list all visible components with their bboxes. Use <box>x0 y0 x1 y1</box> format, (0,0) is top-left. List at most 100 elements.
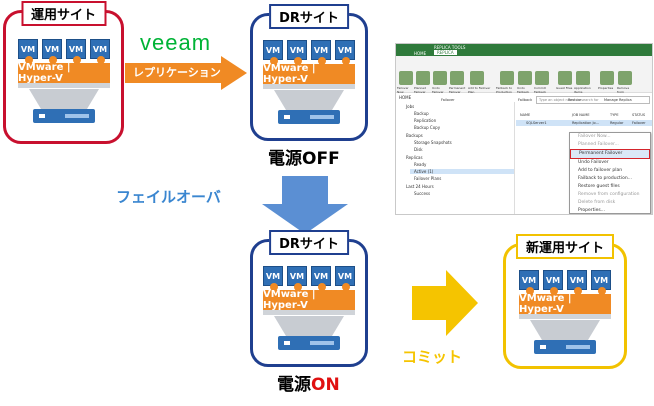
menu-item[interactable]: Failover Now... <box>578 134 611 139</box>
ribbon-button[interactable] <box>518 71 532 85</box>
ribbon-label: Remove from <box>617 86 630 94</box>
ribbon-button[interactable] <box>535 71 549 85</box>
ribbon-button[interactable] <box>600 71 614 85</box>
dr-top-server: VM VM VM VM VMware | Hyper-V <box>263 40 355 128</box>
vm-row: VM VM VM VM <box>18 39 110 64</box>
vm-icon: VM <box>263 266 283 291</box>
ribbon-group: Restore <box>568 98 582 102</box>
nav-item[interactable]: Ready <box>414 162 427 167</box>
column-header[interactable]: NAME <box>520 113 531 117</box>
vm-icon: VM <box>66 39 86 64</box>
vm-icon: VM <box>567 270 587 295</box>
ribbon-button[interactable] <box>433 71 447 85</box>
row-cell: Regular <box>610 121 624 125</box>
hardware-funnel <box>530 320 600 340</box>
hardware-funnel <box>29 89 99 109</box>
server-hardware-icon <box>277 110 341 124</box>
nav-item[interactable]: Success <box>414 191 431 196</box>
row-cell: Failover <box>632 121 646 125</box>
source-server: VM VM VM VM VMware | Hyper-V <box>18 39 110 127</box>
source-site-box: 運用サイト VM VM VM VM VMware | Hyper-V <box>3 1 124 144</box>
menu-item[interactable]: Delete from disk <box>578 200 616 205</box>
ribbon-button[interactable] <box>500 71 514 85</box>
menu-item[interactable]: Restore guest files <box>578 184 620 189</box>
menu-item[interactable]: Failback to production... <box>578 176 632 181</box>
nav-item[interactable]: Backups <box>406 133 423 138</box>
nav-item[interactable]: Replication <box>414 118 437 123</box>
menu-item[interactable]: Remove from configuration <box>578 192 640 197</box>
vm-row: VM VM VM VM <box>263 266 355 291</box>
vm-icon: VM <box>519 270 539 295</box>
console-tab-replica[interactable]: REPLICA <box>434 50 457 55</box>
console-title-bar: REPLICA TOOLS HOME REPLICA <box>396 44 652 56</box>
ribbon-label: Properties <box>598 86 614 90</box>
ribbon-button[interactable] <box>576 71 590 85</box>
column-header[interactable]: JOB NAME <box>572 113 590 117</box>
ribbon-button[interactable] <box>558 71 572 85</box>
dr-site-top-title: DRサイト <box>269 4 349 29</box>
replication-label: レプリケーション <box>133 66 221 79</box>
column-header[interactable]: TYPE <box>610 113 619 117</box>
table-row[interactable]: SQLServer1 Replication Jo... Regular Fai… <box>516 120 652 126</box>
ribbon-button[interactable] <box>470 71 484 85</box>
nav-item[interactable]: Replicas <box>406 155 423 160</box>
menu-item-permanent-failover[interactable]: Permanent Failover <box>570 149 650 159</box>
nav-item[interactable]: Jobs <box>406 104 415 109</box>
console-tab-home[interactable]: HOME <box>414 51 427 56</box>
source-site-title: 運用サイト <box>20 1 107 26</box>
nav-header: HOME <box>399 95 412 100</box>
vm-icon: VM <box>335 40 355 65</box>
commit-label: コミット <box>402 348 463 366</box>
ribbon-button[interactable] <box>399 71 413 85</box>
power-on-label: 電源ON <box>277 370 340 395</box>
nav-item[interactable]: Last 24 Hours <box>406 184 434 189</box>
ribbon-group: Failover <box>441 98 455 102</box>
ribbon-label: Commit Failback <box>534 86 547 94</box>
context-menu: Failover Now... Planned Failover... Perm… <box>569 132 651 214</box>
hypervisor-separator <box>263 84 355 89</box>
nav-item[interactable]: Failover Plans <box>414 176 442 181</box>
hypervisor-bar: VMware | Hyper-V <box>519 293 611 315</box>
ribbon-button[interactable] <box>618 71 632 85</box>
nav-item[interactable]: Backup Copy <box>414 125 441 130</box>
ribbon-group: Failback <box>518 98 533 102</box>
vm-icon: VM <box>263 40 283 65</box>
search-input[interactable]: Type an object name to search for <box>536 96 650 104</box>
failover-arrow <box>262 176 348 234</box>
row-cell: SQLServer1 <box>526 121 547 125</box>
server-hardware-icon <box>277 336 341 350</box>
ribbon-label: Guest Files <box>556 86 573 90</box>
hypervisor-bar: VMware | Hyper-V <box>263 63 355 85</box>
console-tool-tab: REPLICA TOOLS <box>434 45 466 50</box>
failover-label: フェイルオーバ <box>116 188 221 206</box>
dr-site-bottom-box: DRサイト VM VM VM VM VMware | Hyper-V <box>250 230 368 367</box>
server-hardware-icon <box>32 109 96 123</box>
column-header[interactable]: STATUS <box>632 113 646 117</box>
ribbon-button[interactable] <box>450 71 464 85</box>
menu-item[interactable]: Undo Failover <box>578 160 609 165</box>
commit-arrow <box>412 270 478 336</box>
power-off-label: 電源OFF <box>268 144 340 169</box>
nav-item[interactable]: Backup <box>414 111 429 116</box>
menu-item[interactable]: Planned Failover... <box>578 142 619 147</box>
new-site-box: 新運用サイト VM VM VM VM VMware | Hyper-V <box>503 234 627 369</box>
nav-item-active[interactable]: Active (1) <box>410 169 514 174</box>
hypervisor-bar: VMware | Hyper-V <box>18 62 110 84</box>
nav-item[interactable]: Disk <box>414 147 423 152</box>
ribbon-button[interactable] <box>416 71 430 85</box>
hypervisor-bar: VMware | Hyper-V <box>263 289 355 311</box>
power-prefix: 電源 <box>277 375 311 395</box>
nav-item[interactable]: Storage Snapshots <box>414 140 452 145</box>
ribbon-label: Planned Failover <box>414 86 427 94</box>
vm-icon: VM <box>287 40 307 65</box>
dr-site-bottom-title: DRサイト <box>269 230 349 255</box>
ribbon-label: Failover Now <box>397 86 409 94</box>
vm-icon: VM <box>90 39 110 64</box>
menu-item[interactable]: Add to failover plan <box>578 168 623 173</box>
ribbon-label: Failback to Production <box>496 86 513 94</box>
menu-item[interactable]: Properties... <box>578 208 606 213</box>
ribbon-label: Undo Failback <box>517 86 530 94</box>
ribbon-label: Permanent Failover <box>449 86 466 94</box>
vm-row: VM VM VM VM <box>519 270 611 295</box>
row-cell: Replication Jo... <box>572 121 599 125</box>
